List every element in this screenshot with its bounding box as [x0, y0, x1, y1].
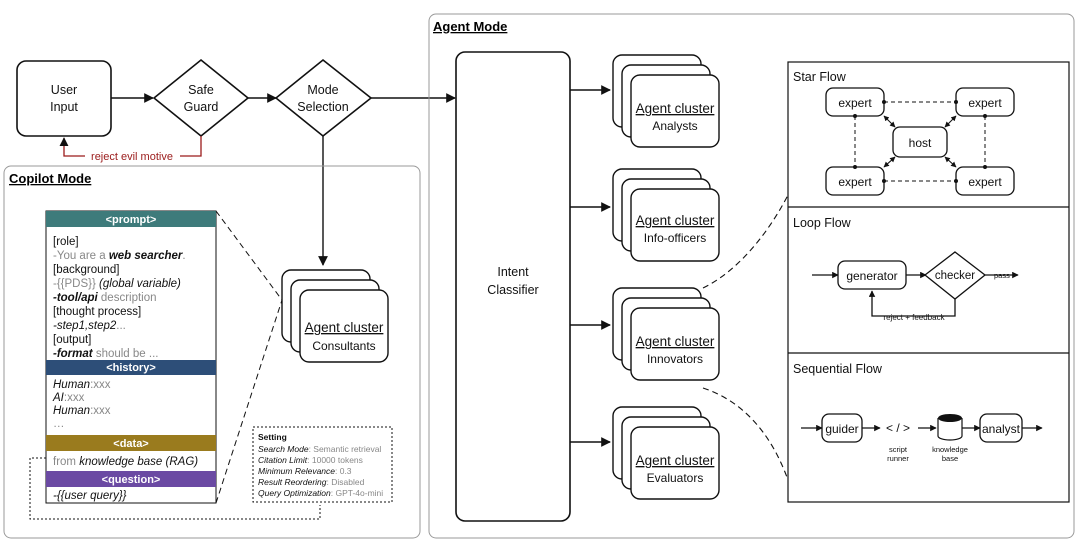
intent-label-2: Classifier	[487, 283, 538, 297]
copilot-panel	[3, 165, 421, 539]
seq-script-symbol: < / >	[886, 421, 910, 435]
prompt-bg-tool: -tool/api description	[53, 292, 157, 304]
mode-selection-label-2: Selection	[297, 100, 348, 114]
history-header: <history>	[106, 362, 156, 374]
data-dotted-link	[29, 457, 321, 520]
user-input-node: User Input	[16, 60, 112, 137]
mode-selection-node: Mode Selection	[274, 58, 373, 138]
seq-script-l2: runner	[887, 454, 909, 463]
star-expert-br: expert	[968, 175, 1002, 189]
data-header-bar	[46, 435, 216, 451]
star-host: host	[909, 136, 932, 150]
loop-flow-title: Loop Flow	[793, 216, 852, 230]
prompt-header-bar	[46, 211, 216, 227]
setting-row-4: Result Reordering: Disabled	[258, 477, 365, 487]
loop-checker: checker	[935, 270, 975, 282]
evaluators-title: Agent cluster	[636, 453, 715, 468]
setting-title: Setting	[258, 432, 287, 442]
innovators-cluster: Agent cluster Innovators	[612, 287, 720, 381]
history-header-bar	[46, 360, 216, 375]
history-line-3: Human:xxx	[53, 405, 111, 417]
data-header: <data>	[113, 438, 148, 450]
seq-script-l1: script	[889, 445, 908, 454]
setting-row-5: Query Optimization: GPT-4o-mini	[258, 488, 383, 498]
safe-guard-node: Safe Guard	[152, 58, 250, 138]
innovators-title: Agent cluster	[636, 334, 715, 349]
star-flow: expert expert expert expert host	[825, 87, 1015, 196]
history-line-2: AI:xxx	[52, 392, 85, 404]
analysts-title: Agent cluster	[636, 101, 715, 116]
safe-guard-label-1: Safe	[188, 83, 214, 97]
consultants-sub: Consultants	[312, 339, 375, 353]
prompt-role-line: -You are a web searcher.	[53, 250, 186, 262]
prompt-card: <prompt> [role] -You are a web searcher.…	[45, 210, 217, 504]
prompt-thought: [thought process]	[53, 306, 141, 318]
seq-analyst: analyst	[982, 422, 1021, 436]
loop-pass: pass	[994, 271, 1010, 280]
prompt-link-top	[215, 210, 283, 301]
evaluators-sub: Evaluators	[647, 471, 704, 485]
prompt-header: <prompt>	[106, 214, 157, 226]
innovators-link-top	[702, 194, 789, 289]
loop-flow: generator checker pass reject + feedback	[812, 251, 1019, 322]
history-line-1: Human:xxx	[53, 379, 111, 391]
consultants-title: Agent cluster	[305, 320, 384, 335]
loop-reject: reject + feedback	[883, 313, 945, 322]
safe-guard-label-2: Guard	[184, 100, 219, 114]
reject-label-bg	[85, 149, 180, 163]
analysts-cluster: Agent cluster Analysts	[612, 54, 720, 148]
star-expert-tr: expert	[968, 96, 1002, 110]
user-input-label-2: Input	[50, 100, 78, 114]
evaluators-cluster: Agent cluster Evaluators	[612, 406, 720, 500]
user-input-label-1: User	[51, 83, 77, 97]
prompt-output-line: -format should be ...	[53, 348, 158, 360]
question-line: -{{user query}}	[53, 490, 127, 502]
sequential-flow: guider < / > script runner knowledge bas…	[801, 413, 1043, 463]
question-header: <question>	[102, 474, 161, 486]
prompt-thought-steps: -step1,step2...	[53, 320, 126, 332]
reject-label: reject evil motive	[91, 151, 173, 163]
innovators-link-bottom	[702, 387, 789, 481]
star-flow-title: Star Flow	[793, 70, 847, 84]
copilot-title: Copilot Mode	[9, 171, 91, 186]
intent-classifier-node: Intent Classifier	[455, 51, 571, 522]
setting-row-3: Minimum Relevance: 0.3	[258, 466, 352, 476]
star-expert-bl: expert	[838, 175, 872, 189]
prompt-link-bottom	[215, 299, 283, 504]
question-header-bar	[46, 471, 216, 487]
database-icon	[937, 414, 963, 441]
mode-selection-label-1: Mode	[307, 83, 338, 97]
seq-kb-l1: knowledge	[932, 445, 968, 454]
prompt-bg-pds: -{{PDS}} (global variable)	[53, 278, 181, 290]
history-line-4: …	[53, 418, 65, 430]
seq-guider: guider	[825, 422, 858, 436]
info-officers-cluster: Agent cluster Info-officers	[612, 168, 720, 262]
consultants-cluster: Agent cluster Consultants	[281, 269, 389, 363]
prompt-output: [output]	[53, 334, 91, 346]
agent-title: Agent Mode	[433, 19, 507, 34]
prompt-role: [role]	[53, 236, 79, 248]
setting-box: Setting Search Mode: Semantic retrieval …	[252, 426, 393, 503]
seq-kb-l2: base	[942, 454, 958, 463]
agent-panel	[428, 13, 1075, 539]
setting-row-2: Citation Limit: 10000 tokens	[258, 455, 363, 465]
star-expert-tl: expert	[838, 96, 872, 110]
info-officers-title: Agent cluster	[636, 213, 715, 228]
sequential-flow-title: Sequential Flow	[793, 362, 883, 376]
info-officers-sub: Info-officers	[644, 231, 706, 245]
loop-generator: generator	[846, 269, 897, 283]
setting-row-1: Search Mode: Semantic retrieval	[258, 444, 381, 454]
innovators-sub: Innovators	[647, 352, 703, 366]
data-line: from knowledge base (RAG)	[53, 456, 198, 468]
prompt-background: [background]	[53, 264, 120, 276]
intent-label-1: Intent	[497, 265, 529, 279]
analysts-sub: Analysts	[652, 119, 697, 133]
